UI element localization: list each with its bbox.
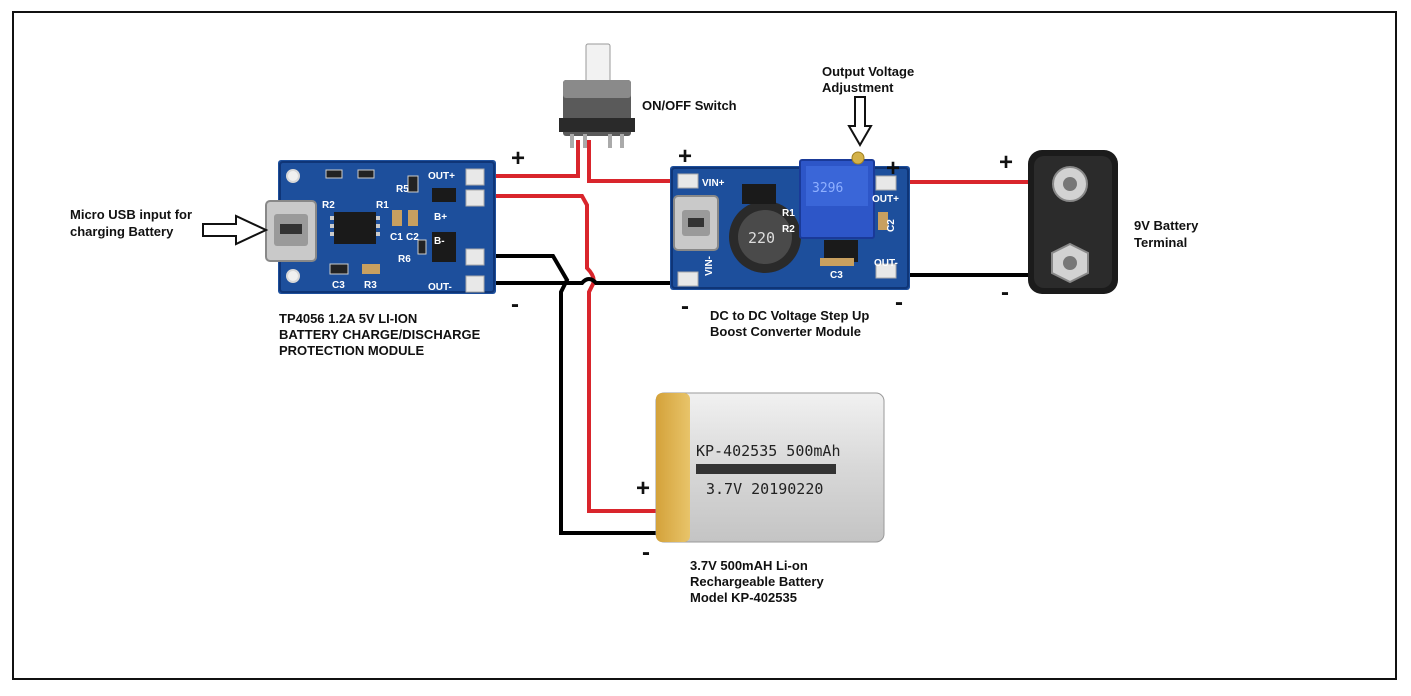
switch-label: ON/OFF Switch <box>642 98 737 113</box>
adjust-label-line2: Adjustment <box>822 80 894 95</box>
lipo-battery: KP-402535 500mAh 3.7V 20190220 <box>655 392 885 543</box>
lipo-print-line2: 3.7V 20190220 <box>706 480 823 498</box>
wire-out-plus-to-switch <box>470 140 580 178</box>
boost-pin-vin-plus: VIN+ <box>702 178 725 189</box>
battery9v-label-line2: Terminal <box>1134 235 1187 250</box>
boost-label-line1: DC to DC Voltage Step Up <box>710 308 869 323</box>
wires <box>470 140 1062 535</box>
diagram-frame <box>12 11 1397 680</box>
tp4056-pin-out-plus: OUT+ <box>428 171 455 182</box>
boost-part-r1: R1 <box>782 208 795 219</box>
tp4056-pin-b-plus: B+ <box>434 212 447 223</box>
polarity-signs: + - + - + - + - + - <box>511 143 1013 566</box>
boost-pin-out-plus: OUT+ <box>872 194 899 205</box>
tp4056-part-c3: C3 <box>332 280 345 291</box>
wire-b-minus-to-battery <box>470 254 666 535</box>
wire-out-minus-to-vin-minus <box>470 277 688 285</box>
tp4056-part-r5: R5 <box>396 184 409 195</box>
tp4056-part-r3: R3 <box>364 280 377 291</box>
on-off-switch <box>559 43 635 148</box>
tp4056-part-r6: R6 <box>398 254 411 265</box>
lipo-label-line1: 3.7V 500mAH Li-on <box>690 558 808 573</box>
boost-pin-vin-minus: VIN- <box>704 256 715 276</box>
boost-converter-module: 220 3296 VIN+ VIN- OUT+ OUT- C3 C2 R1 R2 <box>670 151 910 290</box>
battery9v-minus-sign: - <box>1001 279 1009 306</box>
tp4056-module: OUT+ B+ B- OUT- R2 R1 R5 C1 C2 R6 C3 R3 <box>265 160 496 294</box>
battery9v-label-line1: 9V Battery <box>1134 218 1199 233</box>
tp4056-part-r2: R2 <box>322 200 335 211</box>
tp4056-part-c2: C2 <box>406 232 419 243</box>
lipo-plus-sign: + <box>636 475 650 502</box>
battery9v-plus-sign: + <box>999 149 1013 176</box>
boost-part-r2: R2 <box>782 224 795 235</box>
boost-part-inductor: 220 <box>748 229 775 247</box>
usb-input-arrow <box>202 214 269 246</box>
lipo-print-line1: KP-402535 500mAh <box>696 442 841 460</box>
lipo-label-line2: Rechargeable Battery <box>690 574 824 589</box>
boost-out-plus-sign: + <box>886 155 900 182</box>
wire-b-plus-to-battery <box>470 194 666 513</box>
wire-switch-to-vin-plus <box>587 140 688 183</box>
boost-label-line2: Boost Converter Module <box>710 324 861 339</box>
tp4056-pin-b-minus: B- <box>434 236 445 247</box>
usb-input-label-line1: Micro USB input for <box>70 207 192 222</box>
lipo-label-line3: Model KP-402535 <box>690 590 797 605</box>
boost-vin-plus-sign: + <box>678 143 692 170</box>
battery-9v-terminal <box>1028 150 1118 294</box>
adjustment-arrow-icon <box>847 96 873 147</box>
tp4056-label-line1: TP4056 1.2A 5V LI-ION <box>279 311 417 326</box>
boost-vin-minus-sign: - <box>681 293 689 320</box>
labels: Micro USB input for charging Battery ON/… <box>70 64 1199 605</box>
boost-part-c3: C3 <box>830 270 843 281</box>
boost-part-c2: C2 <box>886 219 897 232</box>
boost-pin-out-minus: OUT- <box>874 258 898 269</box>
tp4056-out-plus-sign: + <box>511 145 525 172</box>
lipo-minus-sign: - <box>642 539 650 566</box>
tp4056-label-line3: PROTECTION MODULE <box>279 343 424 358</box>
tp4056-label-line2: BATTERY CHARGE/DISCHARGE <box>279 327 481 342</box>
usb-input-label-line2: charging Battery <box>70 224 174 239</box>
tp4056-part-c1: C1 <box>390 232 403 243</box>
adjust-label-line1: Output Voltage <box>822 64 914 79</box>
tp4056-part-r1: R1 <box>376 200 389 211</box>
boost-part-pot: 3296 <box>812 181 843 196</box>
boost-out-minus-sign: - <box>895 289 903 316</box>
tp4056-out-minus-sign: - <box>511 291 519 318</box>
tp4056-pin-out-minus: OUT- <box>428 282 452 293</box>
